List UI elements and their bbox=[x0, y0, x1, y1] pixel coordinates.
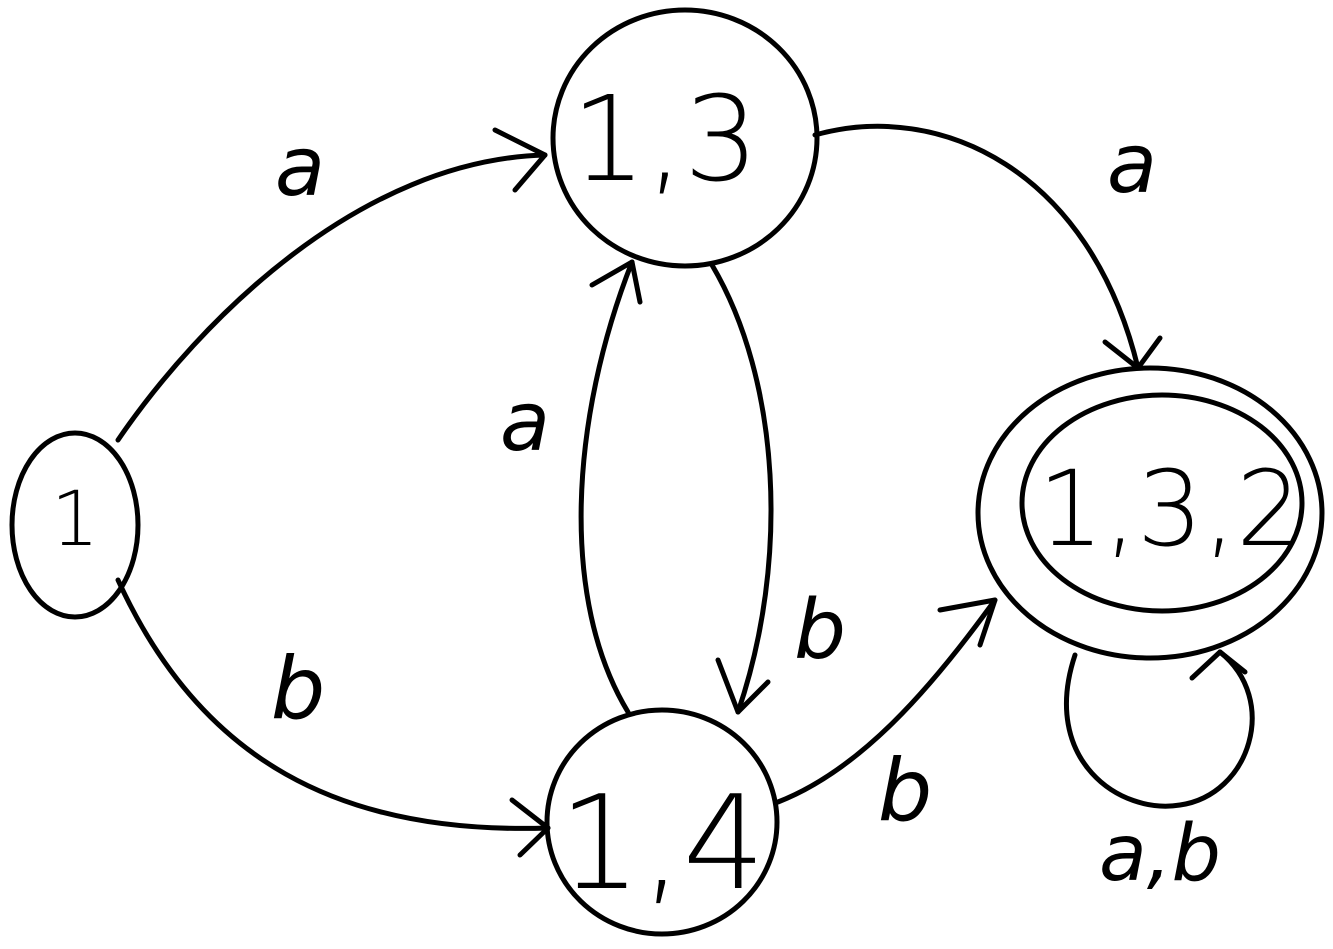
state-1-label: 1 bbox=[51, 474, 99, 563]
transition-1-3-to-1-3-2-label: a bbox=[1107, 117, 1157, 212]
state-1-3-label: 1,3 bbox=[571, 70, 759, 208]
transition-1-3-to-1-4: b bbox=[709, 262, 846, 715]
transition-1-3-to-1-4-arc bbox=[709, 262, 774, 715]
transition-1-to-1-3-arrowhead bbox=[492, 127, 548, 193]
transition-1-3-to-1-3-2: a bbox=[812, 117, 1163, 371]
transition-1-to-1-4-arc bbox=[115, 577, 551, 831]
transition-1-3-to-1-4-arrowhead bbox=[715, 657, 771, 715]
state-1: 1 bbox=[9, 430, 141, 620]
transition-1-4-to-1-3-arc bbox=[578, 259, 635, 715]
state-1-4-label: 1,4 bbox=[559, 767, 766, 919]
transition-1-4-to-1-3-arrowhead bbox=[589, 259, 643, 305]
transition-1-3-2-self-loop-arrowhead bbox=[1189, 649, 1248, 681]
transition-1-to-1-3: a bbox=[115, 120, 548, 443]
transition-1-4-to-1-3: a bbox=[500, 259, 643, 715]
state-1-3-circle bbox=[550, 7, 820, 269]
state-1-3-2-inner-circle bbox=[1019, 392, 1305, 614]
transition-1-to-1-3-arc bbox=[115, 152, 548, 443]
state-1-4: 1,4 bbox=[544, 707, 780, 937]
state-1-3: 1,3 bbox=[550, 7, 820, 269]
state-1-circle bbox=[9, 430, 141, 620]
transition-1-4-to-1-3-2-arrowhead bbox=[937, 597, 998, 648]
state-1-3-2-outer-circle bbox=[975, 365, 1325, 661]
transition-1-4-to-1-3-2-label: b bbox=[878, 741, 933, 841]
state-1-3-2: 1,3,2 bbox=[975, 365, 1325, 661]
transition-1-3-to-1-3-2-arrowhead bbox=[1102, 335, 1163, 371]
transition-1-3-2-self-loop-label: a,b bbox=[1099, 809, 1221, 899]
transition-1-3-2-self-loop: a,b bbox=[1063, 649, 1255, 899]
transition-1-to-1-4-label: b bbox=[271, 639, 326, 739]
transition-1-4-to-1-3-2-arc bbox=[775, 597, 998, 805]
transition-1-3-to-1-4-label: b bbox=[794, 583, 846, 678]
transition-1-to-1-4-arrowhead bbox=[509, 797, 551, 858]
transition-1-3-to-1-3-2-arc bbox=[812, 123, 1141, 371]
transition-1-3-2-self-loop-arc bbox=[1063, 649, 1255, 809]
transition-1-4-to-1-3-label: a bbox=[500, 375, 550, 470]
state-1-3-2-label: 1,3,2 bbox=[1038, 448, 1303, 570]
transition-1-to-1-3-label: a bbox=[275, 120, 325, 215]
transition-1-4-to-1-3-2: b bbox=[775, 597, 998, 841]
transition-1-to-1-4: b bbox=[115, 577, 551, 858]
state-1-4-circle bbox=[544, 707, 780, 937]
